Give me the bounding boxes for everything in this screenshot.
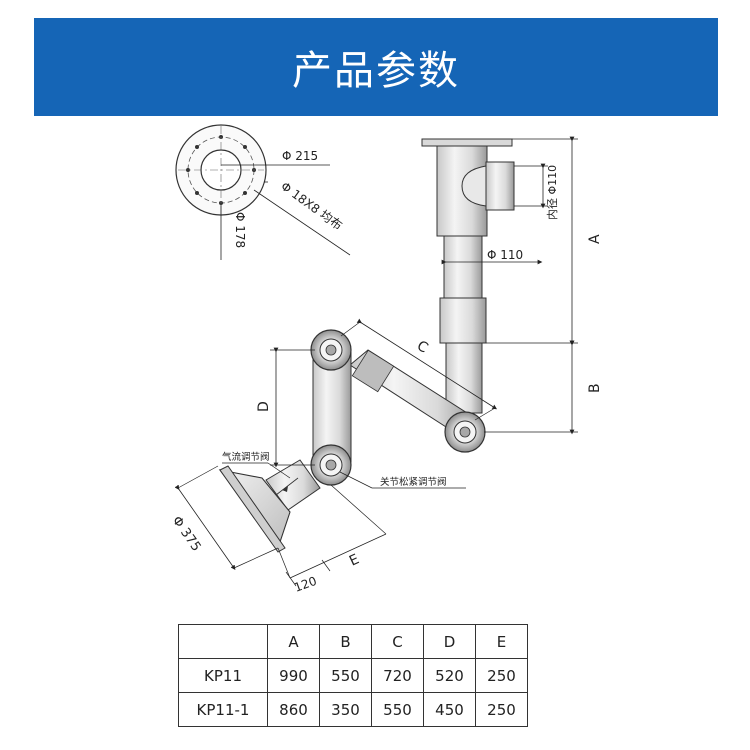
value-cell: 990 xyxy=(267,658,320,693)
callout-airflow-valve: 气流调节阀 xyxy=(222,451,270,463)
joint-bottom-left xyxy=(310,444,352,486)
model-cell: KP11 xyxy=(178,658,268,693)
dim-phi375: Φ 375 xyxy=(169,514,204,555)
dim-holes: Φ 18X8 均布 xyxy=(278,179,345,233)
dim-inner-diameter: 内径 Φ110 xyxy=(545,165,559,220)
value-cell: 720 xyxy=(371,658,424,693)
dim-120: 120 xyxy=(292,574,318,595)
callout-joint-valve: 关节松紧调节阀 xyxy=(380,476,447,488)
dim-D: D xyxy=(256,401,272,412)
column-header: E xyxy=(475,624,528,659)
table-header-row: A B C D E xyxy=(178,624,528,659)
dim-B: B xyxy=(587,383,603,393)
column-header: B xyxy=(319,624,372,659)
flange-dimensions xyxy=(220,164,351,260)
value-cell: 520 xyxy=(423,658,476,693)
value-cell: 550 xyxy=(319,658,372,693)
dim-E: E xyxy=(347,551,362,569)
table-row: KP11 990 550 720 520 250 xyxy=(178,658,528,693)
model-cell: KP11-1 xyxy=(178,692,268,727)
header-banner: 产品参数 xyxy=(34,18,718,116)
dimension-lines xyxy=(174,136,578,587)
dim-phi178: Φ 178 xyxy=(233,212,247,248)
value-cell: 860 xyxy=(267,692,320,727)
value-cell: 350 xyxy=(319,692,372,727)
dim-A: A xyxy=(587,234,603,244)
table-row: KP11-1 860 350 550 450 250 xyxy=(178,692,528,727)
dim-phi215: Φ 215 xyxy=(282,149,318,163)
dim-phi110: Φ 110 xyxy=(487,248,523,262)
column-header: C xyxy=(371,624,424,659)
value-cell: 450 xyxy=(423,692,476,727)
flange-plate xyxy=(175,124,267,216)
dim-C: C xyxy=(414,338,431,357)
value-cell: 250 xyxy=(475,692,528,727)
value-cell: 250 xyxy=(475,658,528,693)
spec-table: A B C D E KP11 990 550 720 520 250 KP11-… xyxy=(178,624,528,727)
vertical-column xyxy=(421,138,515,414)
column-header: A xyxy=(267,624,320,659)
extraction-hood xyxy=(218,465,291,553)
page-title: 产品参数 xyxy=(292,48,460,94)
joint-top-left xyxy=(310,329,352,371)
value-cell: 550 xyxy=(371,692,424,727)
column-header: D xyxy=(423,624,476,659)
table-corner-cell xyxy=(178,624,268,659)
